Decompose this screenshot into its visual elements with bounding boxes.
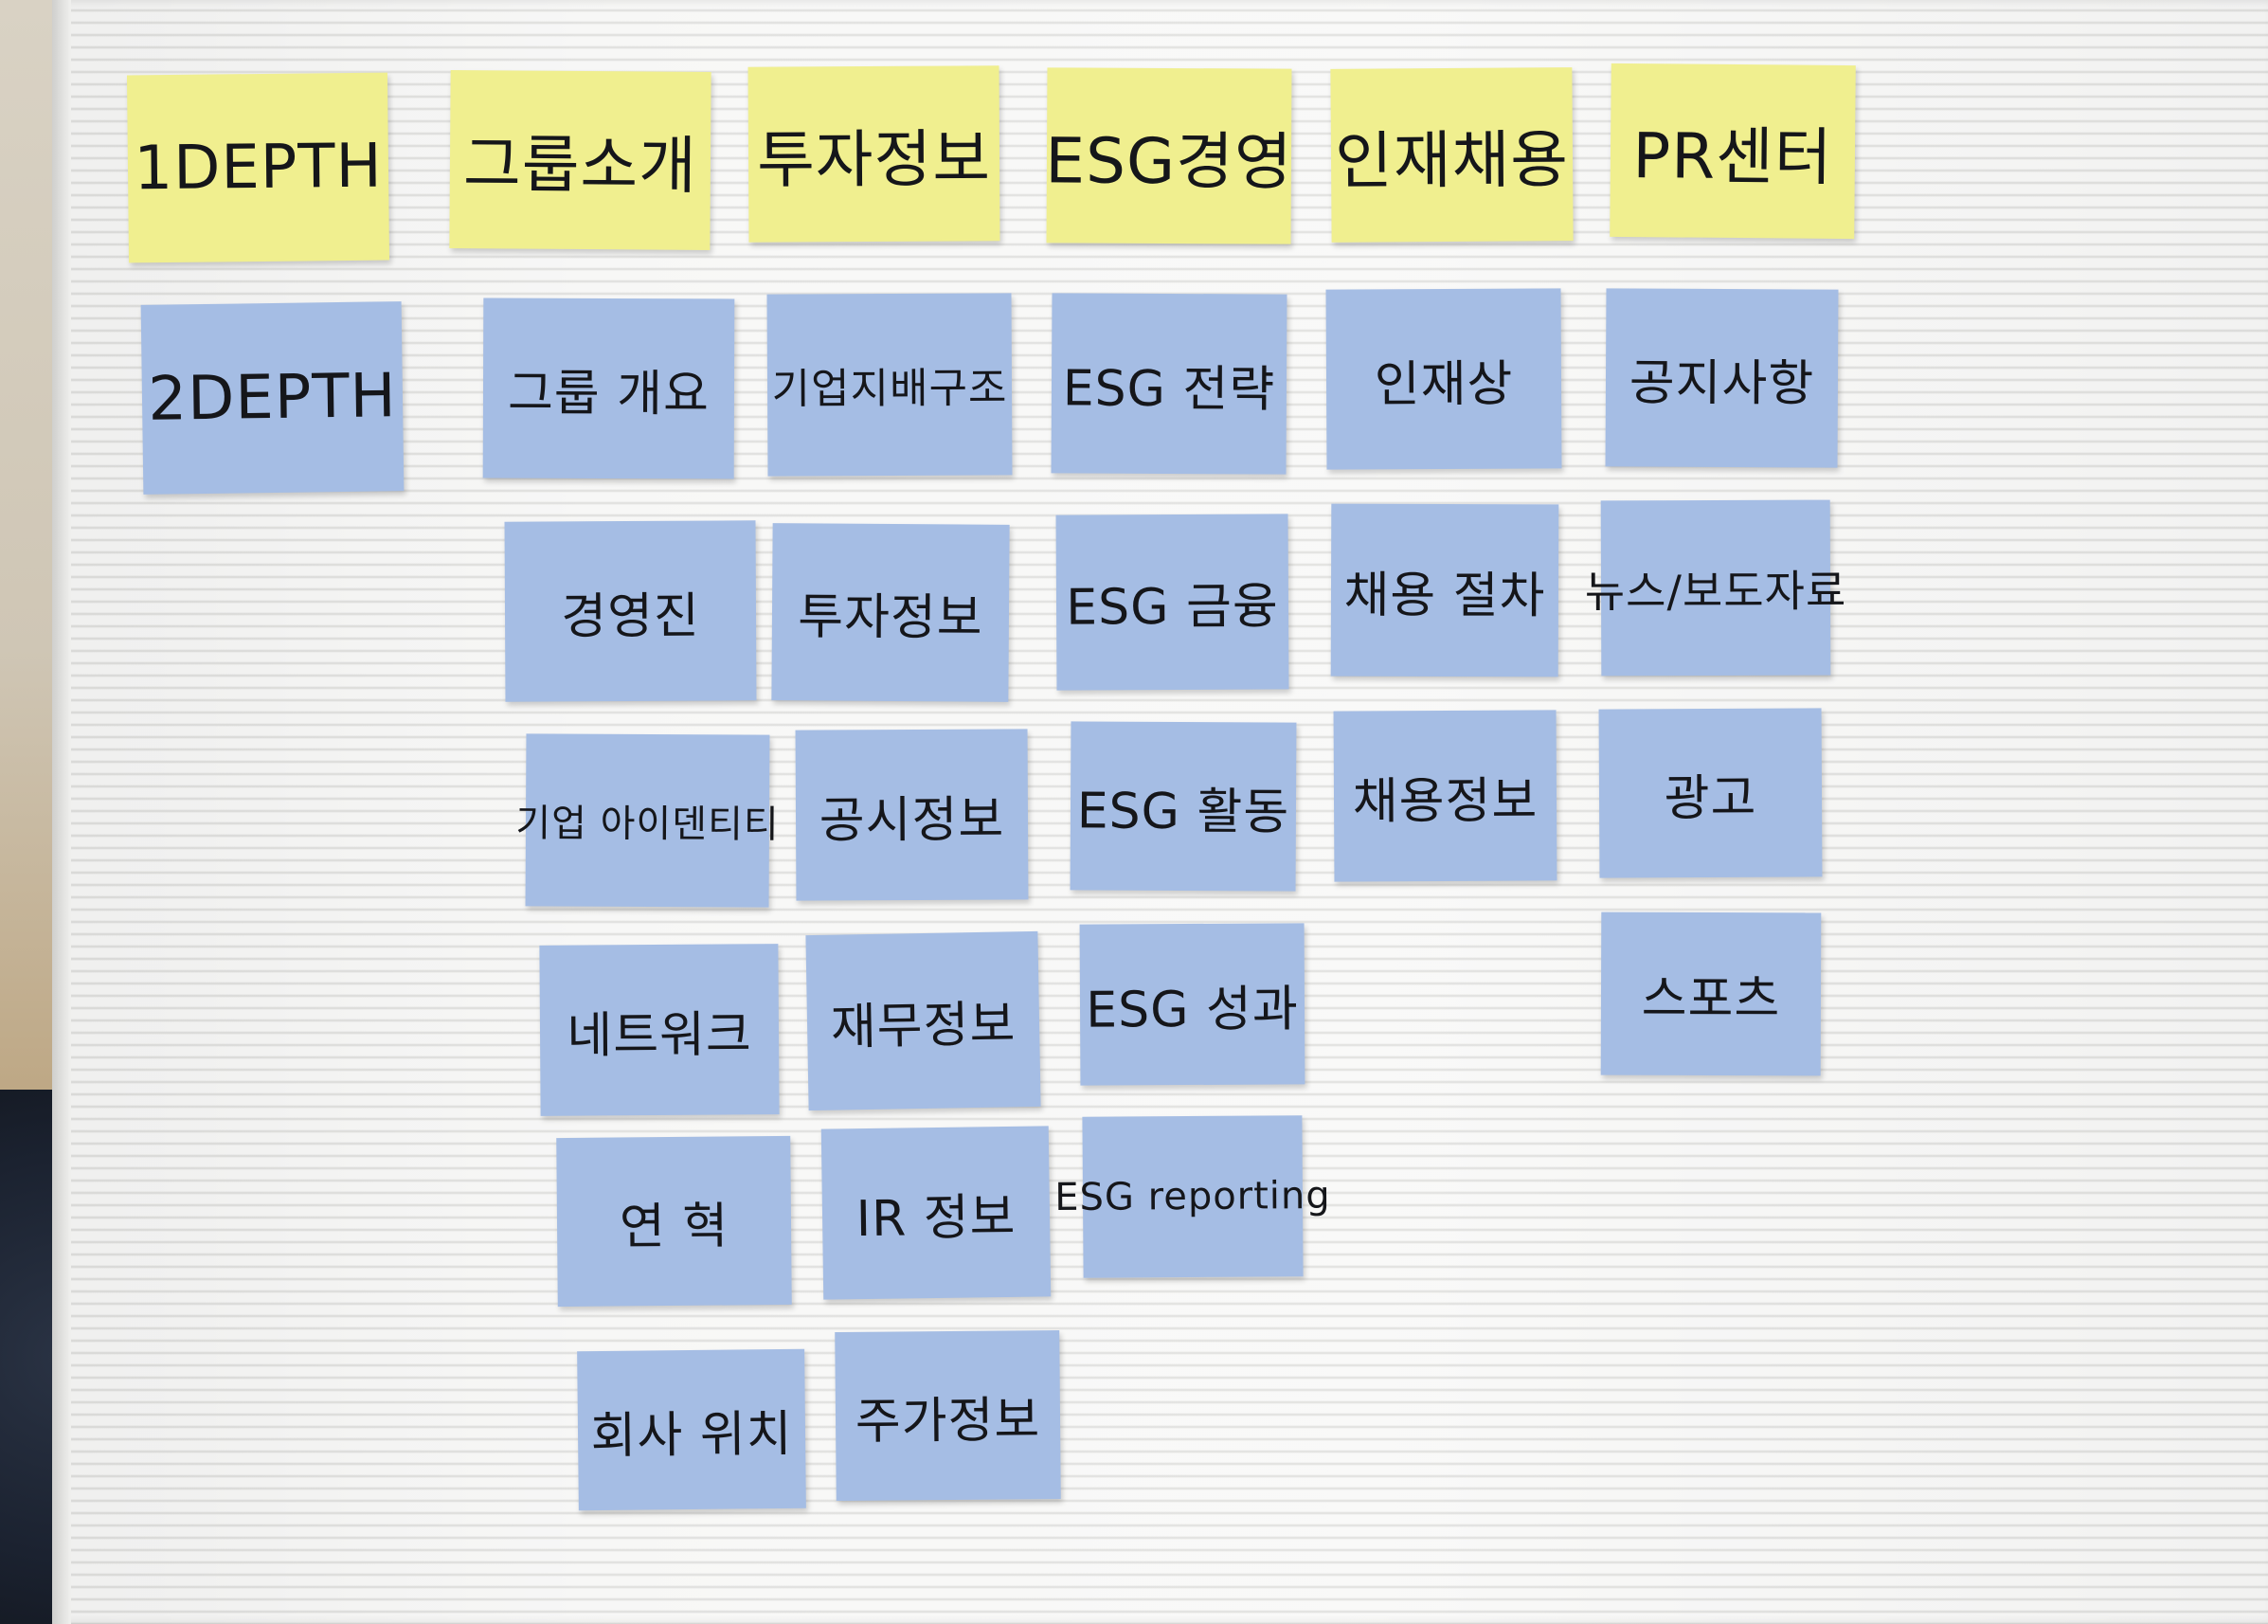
depth1-note-group-intro: 그룹소개	[449, 70, 711, 250]
depth2-note: 스포츠	[1600, 911, 1822, 1076]
depth2-note: 투자정보	[771, 523, 1010, 702]
board-edge	[52, 0, 71, 1624]
depth1-note-recruit: 인재채용	[1330, 67, 1574, 243]
depth2-note: 연 혁	[556, 1135, 792, 1308]
depth2-note: 뉴스/보도자료	[1585, 499, 1846, 677]
depth2-note: 채용정보	[1333, 710, 1557, 882]
depth2-note: IR 정보	[820, 1126, 1052, 1300]
depth2-note: 재무정보	[805, 930, 1041, 1111]
depth2-note: 경영진	[504, 520, 757, 702]
depth2-note: 기업 아이덴티티	[515, 733, 780, 908]
depth2-note: ESG 금융	[1055, 514, 1289, 691]
depth2-note: 광고	[1598, 708, 1823, 878]
depth2-note: 채용 절차	[1330, 503, 1559, 677]
depth1-note-pr: PR센터	[1610, 63, 1856, 240]
depth2-note: ESG 성과	[1079, 923, 1305, 1086]
depth2-note: 기업지배구조	[766, 293, 1013, 477]
depth2-note: 공지사항	[1605, 288, 1839, 468]
depth2-note: 네트워크	[539, 944, 780, 1116]
depth2-note: 회사 위치	[577, 1348, 806, 1511]
depth2-note: 공시정보	[795, 729, 1029, 901]
corrugated-board	[52, 0, 2268, 1624]
depth2-note: 그룹 개요	[482, 298, 735, 479]
depth2-note: ESG reporting	[1054, 1115, 1331, 1278]
depth2-note: 주가정보	[835, 1329, 1061, 1502]
depth1-note-esg: ESG경영	[1045, 67, 1293, 244]
depth2-label-note: 2DEPTH	[140, 301, 405, 495]
depth2-note: ESG 활동	[1070, 721, 1297, 892]
depth1-note-investment: 투자정보	[747, 65, 1000, 243]
depth2-note: ESG 전략	[1051, 293, 1287, 475]
depth1-label-note: 1DEPTH	[126, 72, 390, 263]
depth2-note: 인재상	[1325, 288, 1562, 470]
